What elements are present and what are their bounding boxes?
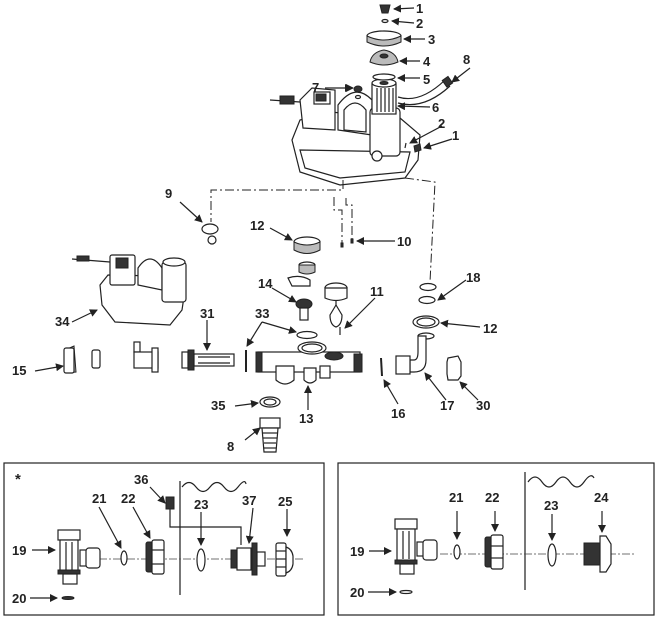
label-group-top: 1 2 3 4 5 6 7 8 2 1 <box>312 1 471 150</box>
part-adapter-ring <box>91 349 101 369</box>
part-7-valve <box>353 85 363 100</box>
left-part-20-washer <box>61 596 75 600</box>
label-23-right: 23 <box>544 498 558 513</box>
part-12-union-nut <box>293 236 321 275</box>
label-21-left: 21 <box>92 491 106 506</box>
label-18: 18 <box>466 270 480 285</box>
label-1-side: 1 <box>452 128 459 143</box>
left-part-19-valve <box>57 529 101 585</box>
left-part-37-connector <box>230 542 266 576</box>
part-1-cap <box>379 4 391 14</box>
label-20-right: 20 <box>350 585 364 600</box>
left-part-36-plug <box>165 496 242 545</box>
label-36-left: 36 <box>134 472 148 487</box>
part-35-clamp-ring <box>412 315 440 329</box>
part-8-hose <box>259 417 281 453</box>
label-31: 31 <box>200 306 214 321</box>
label-12: 12 <box>250 218 264 233</box>
part-3-lock-ring <box>366 30 402 47</box>
label-37-left: 37 <box>242 493 256 508</box>
label-22-left: 22 <box>121 491 135 506</box>
part-13-manifold <box>255 341 363 385</box>
label-10: 10 <box>397 234 411 249</box>
part-11-sensor <box>324 282 348 335</box>
label-5: 5 <box>423 72 430 87</box>
part-14-valve <box>287 275 313 321</box>
left-part-23-gasket <box>196 548 206 572</box>
right-part-19-valve <box>394 518 438 575</box>
label-2-side: 2 <box>438 116 445 131</box>
label-20-left: 20 <box>12 591 26 606</box>
part-18-oring-a <box>419 282 437 292</box>
label-17: 17 <box>440 398 454 413</box>
right-part-20-washer <box>399 589 413 595</box>
label-9: 9 <box>165 186 172 201</box>
part-16-gasket <box>380 357 383 377</box>
right-part-23-gasket <box>547 543 557 567</box>
part-10-pin <box>340 242 344 248</box>
part-elbow-adapter <box>133 341 159 373</box>
left-inset-panel: * 19 20 21 <box>3 462 325 616</box>
label-19-right: 19 <box>350 544 364 559</box>
label-2: 2 <box>416 16 423 31</box>
label-21-right: 21 <box>449 490 463 505</box>
part-33-oring <box>296 330 318 340</box>
label-23-left: 23 <box>194 497 208 512</box>
right-part-22-nut <box>484 534 504 570</box>
left-part-25-strainer <box>275 542 294 577</box>
label-24-right: 24 <box>594 490 609 505</box>
label-7: 7 <box>312 80 319 95</box>
part-18-oring-b <box>418 295 436 305</box>
label-12-left: 15 <box>12 363 26 378</box>
label-11: 11 <box>370 284 384 299</box>
label-1: 1 <box>416 1 423 16</box>
right-part-24-fitting <box>583 535 612 573</box>
part-34-pump-assembly <box>71 254 187 326</box>
label-25-left: 25 <box>278 494 292 509</box>
label-33: 33 <box>255 306 269 321</box>
label-34: 34 <box>55 314 70 329</box>
part-5-oring <box>372 73 396 81</box>
part-2-oring <box>381 18 389 24</box>
left-part-21-oring <box>120 550 128 566</box>
assembly-guide-lines <box>210 177 436 283</box>
label-15: 35 <box>211 398 225 413</box>
label-30: 30 <box>476 398 490 413</box>
label-8-bottom: 8 <box>227 439 234 454</box>
label-3: 3 <box>428 32 435 47</box>
label-13: 13 <box>299 411 313 426</box>
part-12-nut-left <box>63 345 77 374</box>
label-35: 12 <box>483 321 497 336</box>
filter-cartridge-ribs <box>376 88 394 112</box>
label-19-left: 19 <box>12 543 26 558</box>
label-4: 4 <box>423 54 431 69</box>
label-22-right: 22 <box>485 490 499 505</box>
label-14: 14 <box>258 276 273 291</box>
label-8: 8 <box>463 52 470 67</box>
main-pump-unit <box>269 75 454 186</box>
left-part-22-nut <box>145 539 165 575</box>
asterisk-marker: * <box>15 471 21 488</box>
part-9-clamp <box>201 223 219 245</box>
right-part-21-oring <box>453 544 461 560</box>
part-17-elbow <box>395 332 435 375</box>
part-31-electrode <box>181 349 235 371</box>
part-30-nut <box>446 355 462 381</box>
part-4-lid <box>369 49 399 66</box>
right-inset-panel: 19 20 21 22 23 24 <box>337 462 655 616</box>
part-1-2-side-plug <box>404 142 422 153</box>
label-6: 6 <box>432 100 439 115</box>
label-16: 16 <box>391 406 405 421</box>
